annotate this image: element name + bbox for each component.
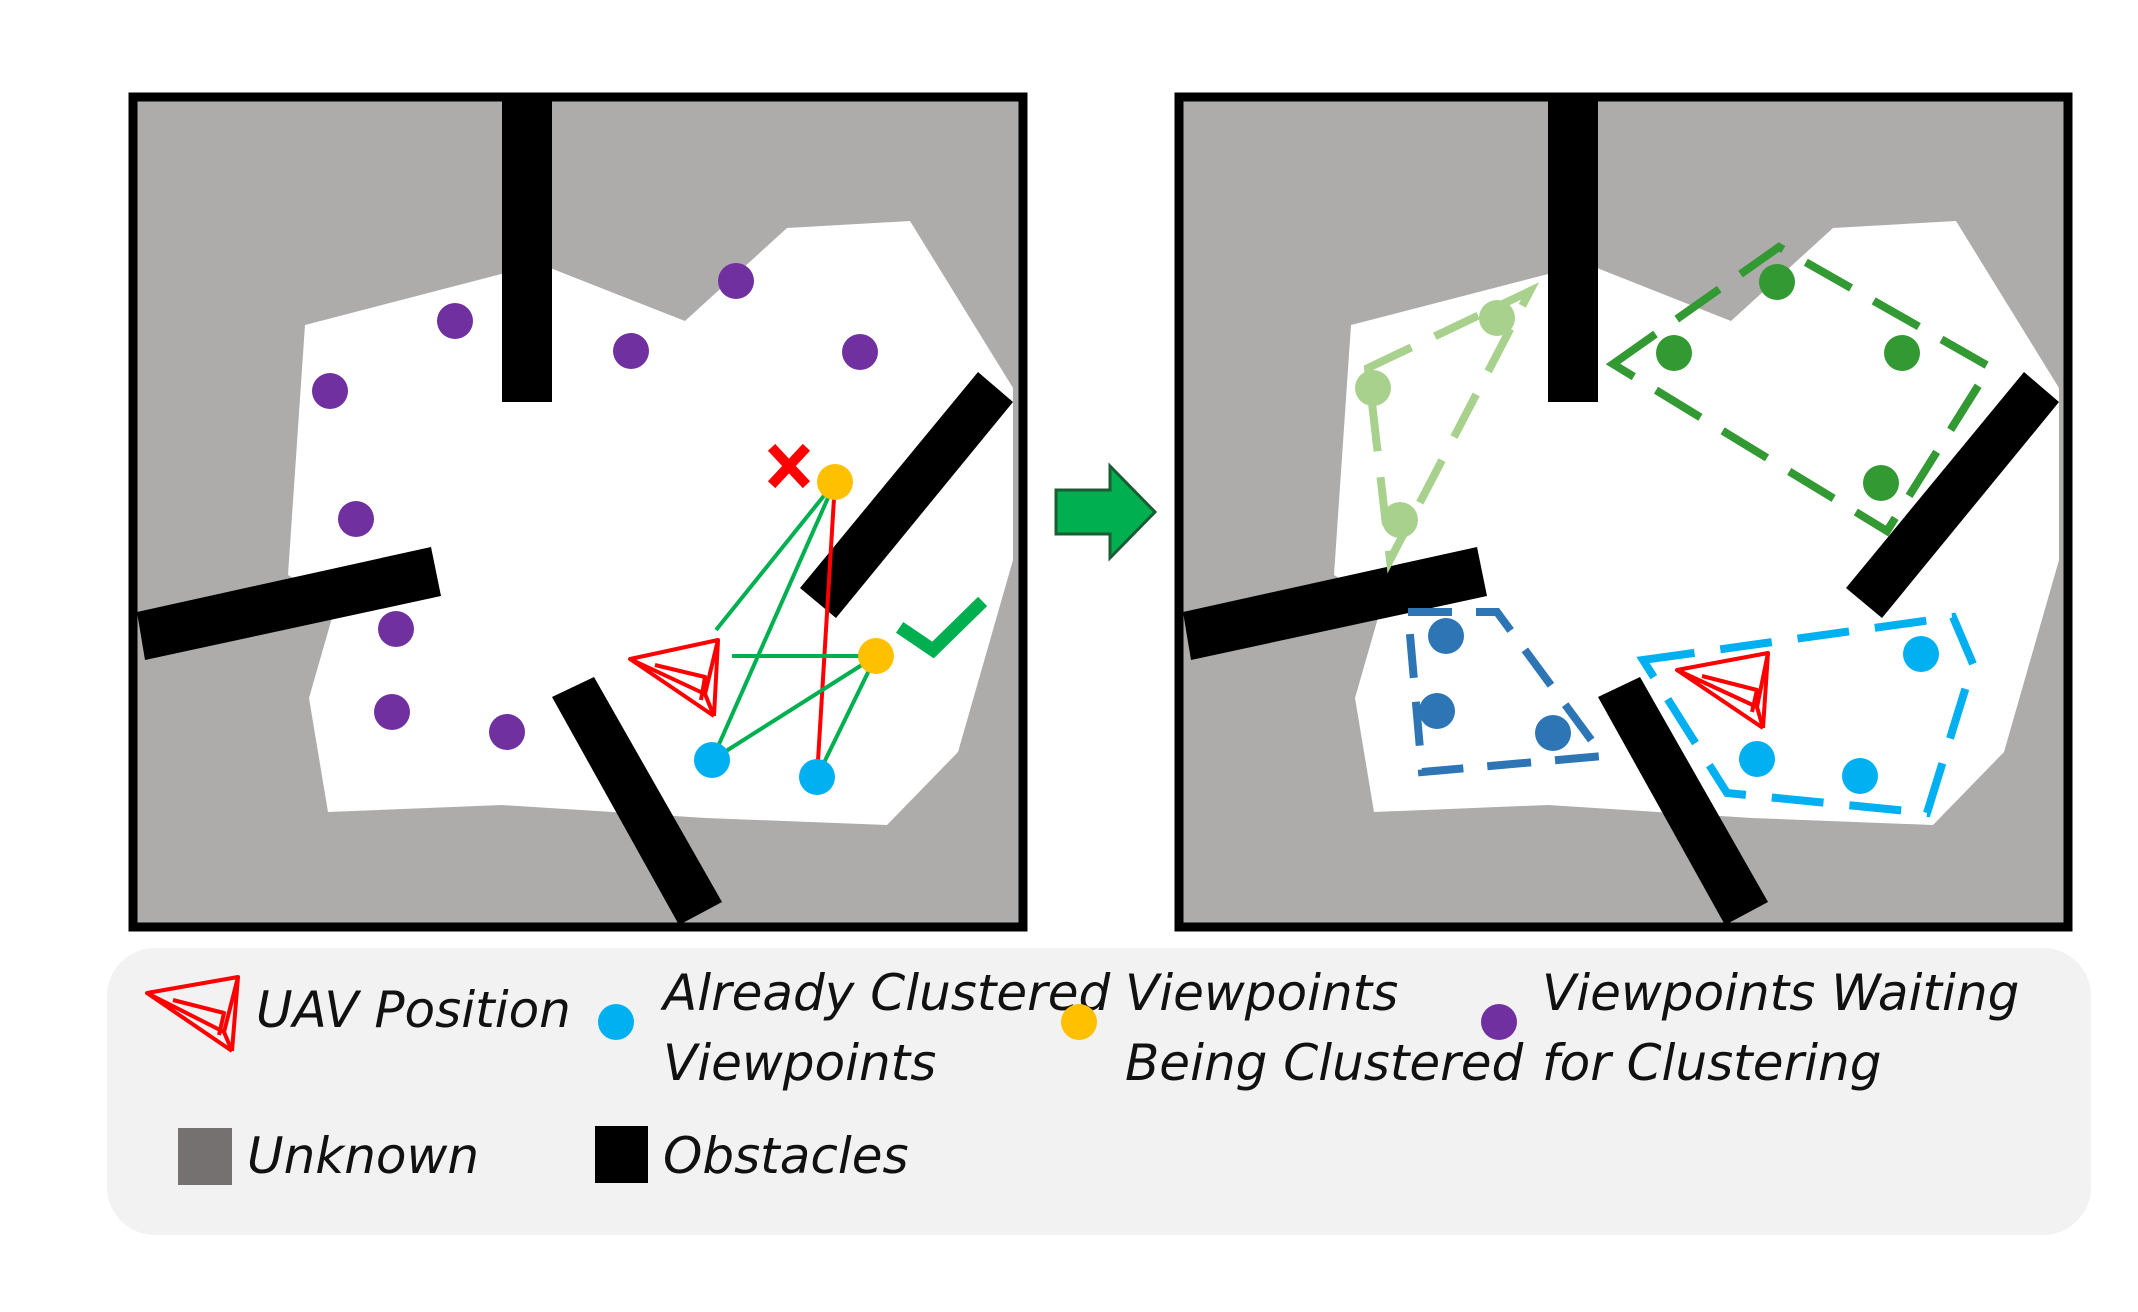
clustered-viewpoint [1656,335,1692,371]
legend-being-clustered-swatch [1061,1004,1097,1040]
legend-being-clustered-label-line1: Viewpoints [1125,964,1398,1022]
obstacle [1846,372,2059,618]
viewpoint-waiting [613,333,649,369]
clustered-viewpoint [1884,335,1920,371]
clustered-viewpoint [1382,502,1418,538]
cluster-boundary [1363,282,1540,574]
legend-unknown-swatch [178,1128,232,1185]
green-right-arrow-icon [1054,462,1158,562]
obstacles [137,97,1013,925]
legend-already-clustered-label-line2: Viewpoints [663,1034,936,1092]
explored-free-space [1334,221,2059,825]
legend-being-clustered-label-line2: Being Clustered [1125,1034,1524,1092]
viewpoint-already-clustered [694,742,730,778]
legend-unknown-label: Unknown [247,1127,479,1185]
obstacle [1183,547,1487,660]
clustered-viewpoint [1428,618,1464,654]
obstacle [800,372,1013,618]
connection-line [815,655,878,778]
obstacle [137,547,441,660]
waiting-viewpoints [312,263,878,750]
viewpoint-waiting [374,694,410,730]
clustered-viewpoint [1759,264,1795,300]
obstacle [552,677,722,925]
clustered-viewpoint [1355,370,1391,406]
viewpoint-waiting [312,373,348,409]
legend-uav-icon [145,975,240,1053]
clustered-viewpoint [1479,300,1515,336]
uav-pyramid-icon [628,638,720,718]
obstacles [1183,97,2059,925]
cluster-light-green [1355,282,1540,574]
obstacle [1548,97,1598,402]
clustered-viewpoint [1842,758,1878,794]
candidate-connections [710,480,878,778]
legend: UAV Position Already Clustered Viewpoint… [107,948,2091,1235]
panel-border [128,92,1028,932]
connection-line [710,654,878,762]
clustered-viewpoint [1739,741,1775,777]
connection-line [714,480,837,632]
viewpoint-waiting [489,714,525,750]
clustered-viewpoint [1863,465,1899,501]
cluster-boundary [1605,242,1996,537]
cluster-blue [1403,608,1611,777]
viewpoint-waiting [437,303,473,339]
already-clustered-viewpoints [694,742,835,795]
rejected-connection-line [815,481,837,778]
legend-waiting-label-line2: for Clustering [1542,1034,1881,1092]
cluster-boundary [1636,612,1978,818]
cluster-dark-green [1605,242,1996,537]
legend-uav-label: UAV Position [256,981,571,1039]
panel-border [1174,92,2073,932]
connection-line [710,481,837,761]
clustered-viewpoint [1903,636,1939,672]
after-clustering-panel [1174,92,2073,932]
legend-waiting-label-line1: Viewpoints Waiting [1542,964,2019,1022]
legend-waiting-swatch [1481,1004,1517,1040]
green-checkmark-icon [895,596,988,659]
clustered-viewpoint [1419,693,1455,729]
viewpoint-waiting [378,611,414,647]
viewpoint-waiting [338,501,374,537]
viewpoint-waiting [718,263,754,299]
legend-already-clustered-label-line1: Already Clustered [660,964,1111,1022]
viewpoint-being-clustered [858,638,894,674]
viewpoint-waiting [842,334,878,370]
uav-pyramid-icon [1675,651,1770,730]
legend-obstacles-swatch [595,1126,648,1183]
viewpoint-already-clustered [799,759,835,795]
cluster-boundary [1403,608,1611,777]
before-clustering-panel [128,92,1028,932]
red-x-icon [767,443,811,489]
legend-already-clustered-swatch [598,1004,634,1040]
clustered-viewpoint [1535,715,1571,751]
cluster-sky-blue [1636,612,1978,818]
obstacle [502,97,552,402]
legend-obstacles-label: Obstacles [663,1127,909,1185]
obstacle [1598,677,1768,925]
being-clustered-viewpoints [817,464,894,674]
viewpoint-being-clustered [817,464,853,500]
explored-free-space [288,221,1013,825]
